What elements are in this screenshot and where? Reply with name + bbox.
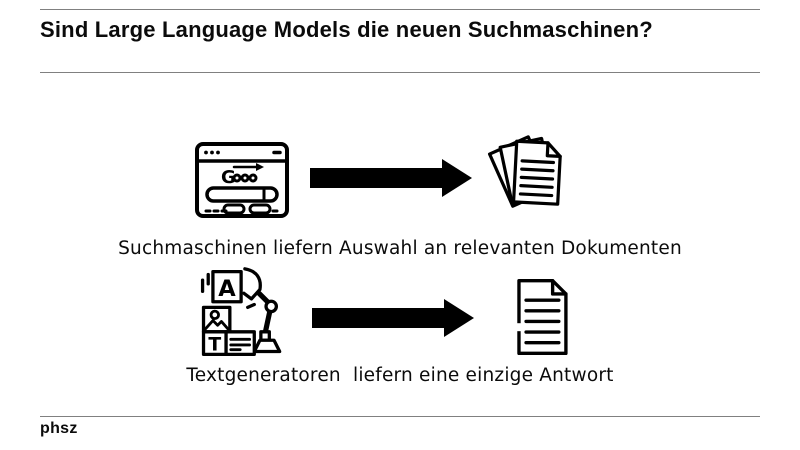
footer-logo: phsz [40, 420, 78, 437]
slide-title: Sind Large Language Models die neuen Suc… [40, 17, 653, 42]
footer-divider-line [40, 416, 760, 417]
arrow-head [442, 159, 472, 197]
browser-logo-letter: G [221, 167, 236, 188]
arrow-shaft [312, 308, 444, 328]
caption-search-engines: Suchmaschinen liefern Auswahl an relevan… [118, 238, 682, 259]
text-generator-robot-arm-icon: A T [196, 266, 290, 365]
document-stack-icon [484, 131, 576, 232]
caption-text-generators: Textgeneratoren liefern eine einzige Ant… [186, 365, 614, 386]
search-engine-browser-icon: G [194, 141, 290, 224]
top-divider-line [40, 9, 760, 10]
single-document-icon [511, 277, 573, 362]
robot-card-letter: A [218, 276, 236, 302]
arrow-shaft [310, 168, 442, 188]
title-divider-line [40, 72, 760, 73]
flow-arrow-row2 [312, 299, 474, 337]
arrow-head [444, 299, 474, 337]
flow-arrow-row1 [310, 159, 472, 197]
robot-box-letter: T [208, 335, 221, 356]
